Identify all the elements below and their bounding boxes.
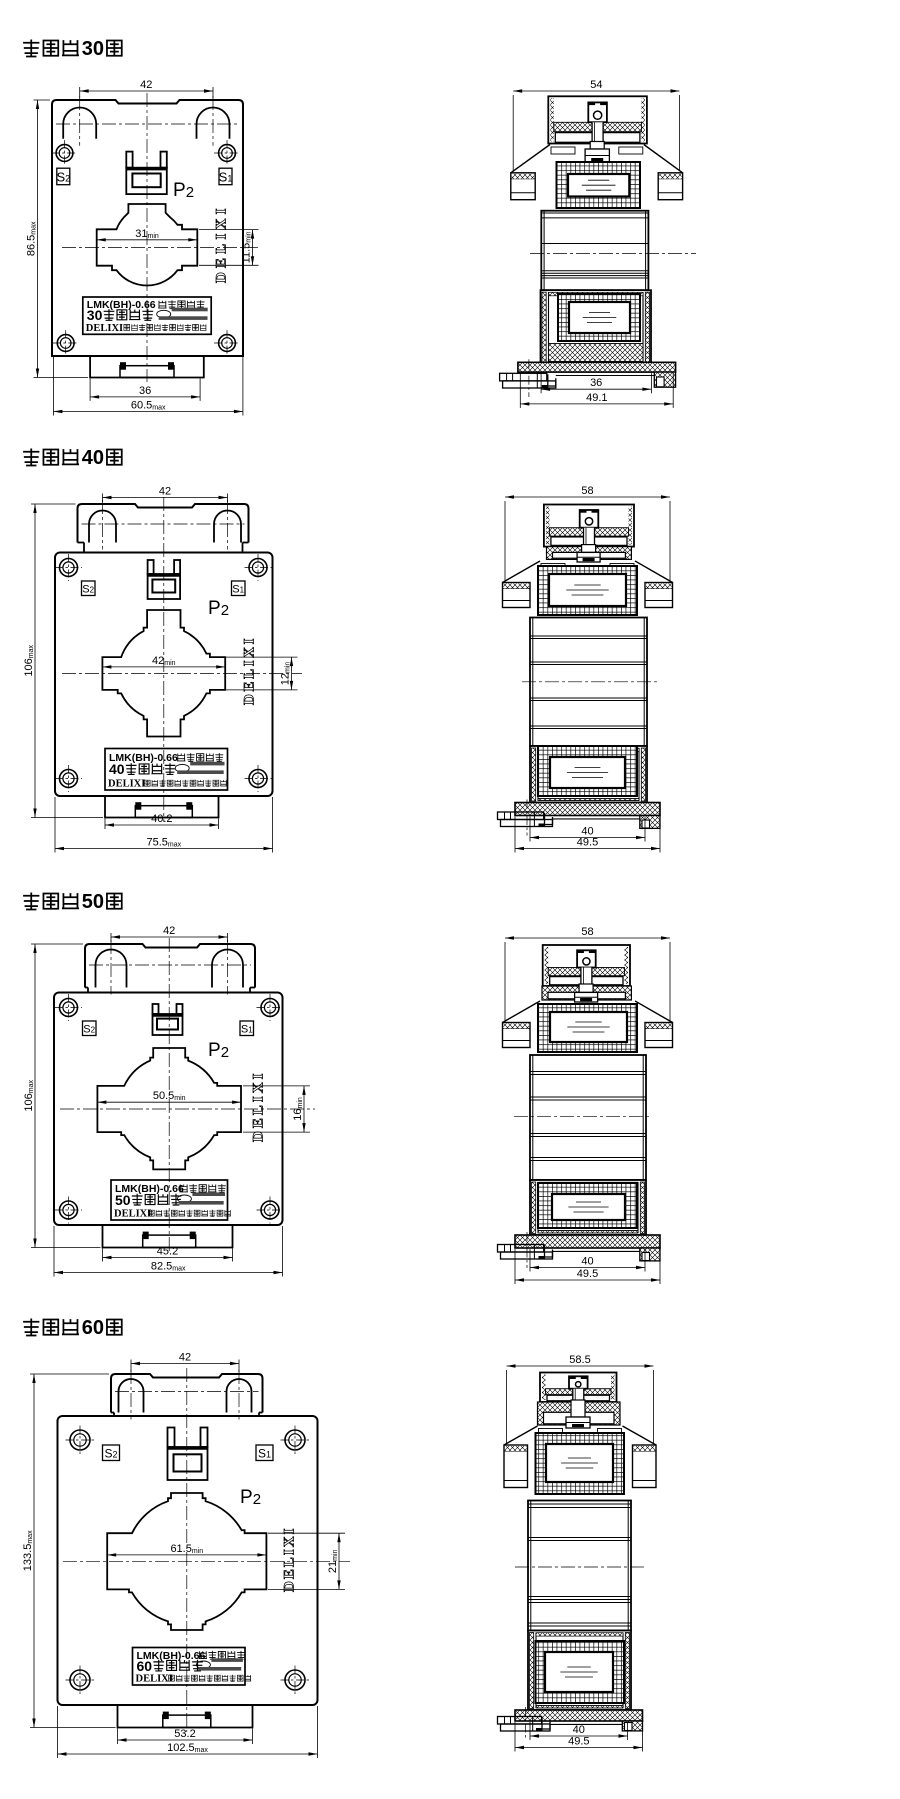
svg-text:LMK(BH)-0.66: LMK(BH)-0.66 <box>87 299 156 311</box>
svg-text:P2: P2 <box>208 1040 229 1061</box>
svg-text:LMK(BH)-0.66: LMK(BH)-0.66 <box>115 1183 184 1195</box>
svg-text:DELIXI: DELIXI <box>114 1209 151 1220</box>
svg-text:36: 36 <box>139 385 151 397</box>
svg-text:49.5: 49.5 <box>577 837 598 849</box>
svg-text:53.2: 53.2 <box>174 1728 195 1740</box>
svg-text:40: 40 <box>573 1724 585 1736</box>
svg-text:45.2: 45.2 <box>157 1246 178 1258</box>
svg-text:DELIXI: DELIXI <box>251 1072 267 1142</box>
svg-text:60: 60 <box>137 1658 153 1674</box>
svg-text:40: 40 <box>581 826 593 838</box>
svg-text:40: 40 <box>109 761 125 777</box>
svg-text:S2: S2 <box>56 170 70 185</box>
svg-text:49.5: 49.5 <box>577 1268 598 1280</box>
svg-text:DELIXI: DELIXI <box>282 1527 298 1592</box>
svg-text:DELIXI: DELIXI <box>136 1674 173 1685</box>
svg-text:54: 54 <box>590 79 602 91</box>
svg-text:58.5: 58.5 <box>569 1354 590 1366</box>
svg-text:DELIXI: DELIXI <box>214 207 230 283</box>
svg-text:DELIXI: DELIXI <box>108 779 145 790</box>
svg-text:P2: P2 <box>173 180 194 201</box>
svg-text:50: 50 <box>82 891 104 913</box>
svg-text:30: 30 <box>82 38 104 60</box>
svg-text:DELIXI: DELIXI <box>86 323 123 334</box>
svg-text:P2: P2 <box>208 598 229 619</box>
svg-text:58: 58 <box>581 485 593 497</box>
svg-text:42: 42 <box>140 79 152 91</box>
svg-text:42: 42 <box>163 925 175 937</box>
svg-text:S1: S1 <box>258 1446 271 1460</box>
svg-text:60: 60 <box>82 1317 104 1339</box>
svg-text:42: 42 <box>159 486 171 498</box>
svg-text:S1: S1 <box>232 583 244 595</box>
svg-text:49.1: 49.1 <box>586 392 607 404</box>
svg-text:40: 40 <box>581 1256 593 1268</box>
svg-text:DELIXI: DELIXI <box>242 637 258 705</box>
svg-text:LMK(BH)-0.66: LMK(BH)-0.66 <box>137 1650 206 1662</box>
svg-text:S2: S2 <box>82 583 94 595</box>
svg-text:S1: S1 <box>219 170 233 185</box>
svg-text:P2: P2 <box>240 1487 261 1508</box>
svg-text:40.2: 40.2 <box>151 813 172 825</box>
svg-text:50: 50 <box>115 1192 131 1208</box>
svg-text:42: 42 <box>179 1352 191 1364</box>
svg-text:30: 30 <box>87 307 103 323</box>
svg-text:40: 40 <box>82 447 104 469</box>
svg-text:S1: S1 <box>241 1023 253 1035</box>
svg-text:36: 36 <box>590 377 602 389</box>
svg-text:LMK(BH)-0.66: LMK(BH)-0.66 <box>109 752 178 764</box>
svg-text:58: 58 <box>581 926 593 938</box>
svg-text:S2: S2 <box>104 1446 117 1460</box>
svg-text:S2: S2 <box>83 1023 95 1035</box>
svg-text:49.5: 49.5 <box>568 1736 589 1748</box>
